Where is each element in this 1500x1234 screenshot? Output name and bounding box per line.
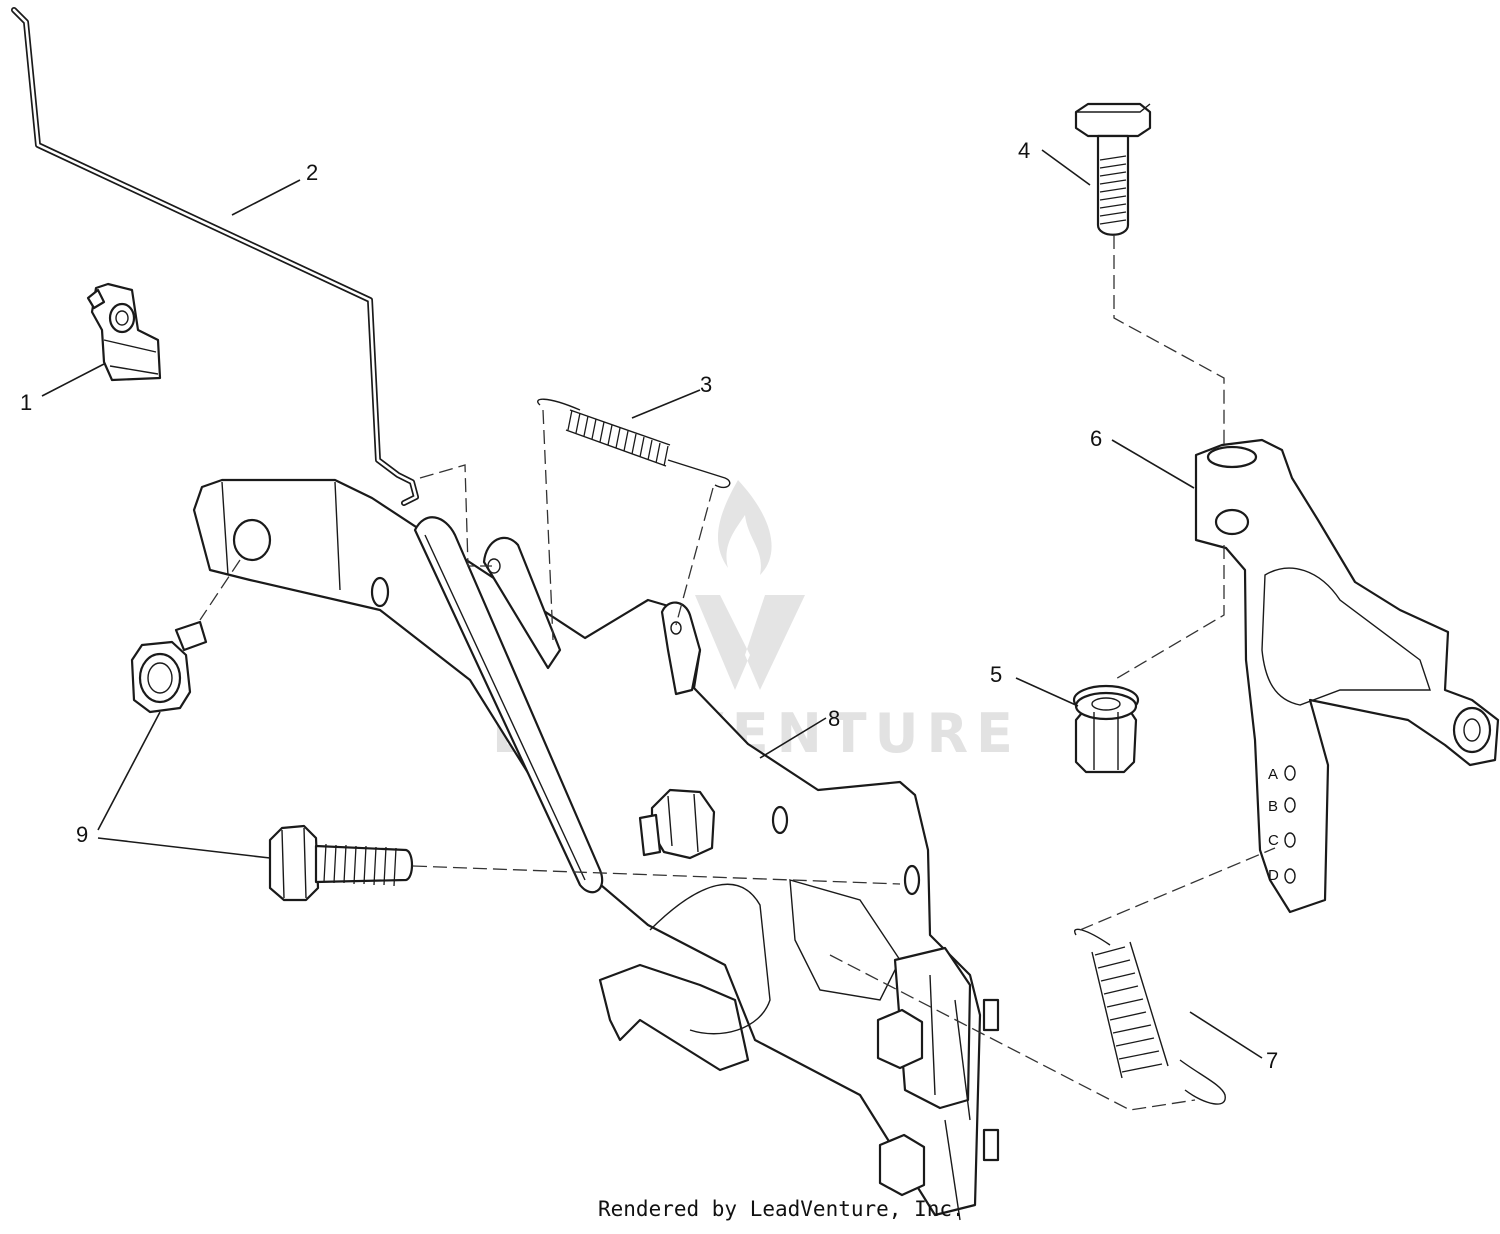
plate-letter-a: A [1268,766,1278,783]
part-4-t-bolt [1074,102,1152,236]
callout-1: 1 [20,390,32,415]
callout-4: 4 [1018,138,1030,163]
leader-lines [41,149,1263,1059]
callout-2: 2 [306,160,318,185]
plate-letter-d: D [1268,867,1279,884]
callout-7: 7 [1266,1048,1278,1073]
part-1-clip [86,282,162,382]
part-8-control-bracket [192,478,1000,1221]
callout-8: 8 [828,706,840,731]
part-9-bolt-upper [130,620,208,714]
callout-5: 5 [990,662,1002,687]
callout-3: 3 [700,372,712,397]
part-6-governor-lever: A B C D [1194,438,1500,914]
part-3-spring-upper [537,398,731,489]
callout-9: 9 [76,822,88,847]
assembly-lines [199,235,1276,1111]
callout-6: 6 [1090,426,1102,451]
plate-letter-b: B [1268,798,1278,815]
part-2-throttle-rod [11,7,419,506]
part-9-bolt-lower [268,824,414,902]
plate-letter-c: C [1268,832,1279,849]
credit-text: Rendered by LeadVenture, Inc. [598,1197,965,1221]
part-7-spring-lower [1074,928,1226,1105]
callout-labels: 1 2 3 4 5 6 7 8 9 [20,138,1278,1073]
part-5-flange-nut [1072,684,1140,774]
